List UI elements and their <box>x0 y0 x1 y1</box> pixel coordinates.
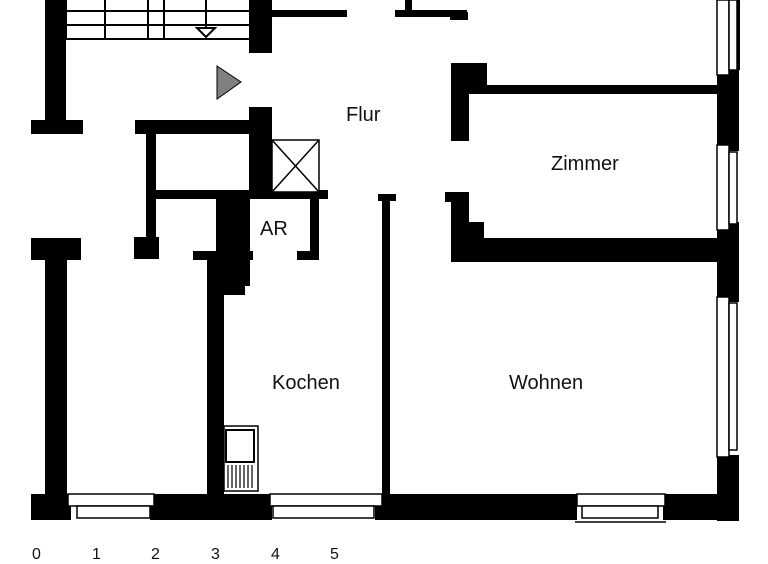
room-label-wohnen: Wohnen <box>509 372 584 394</box>
scale-tick-0: 0 <box>32 546 41 563</box>
stove-icon <box>223 425 259 492</box>
scale-tick-4: 4 <box>271 546 280 563</box>
staircase <box>65 0 250 40</box>
room-label-flur: Flur <box>346 104 381 126</box>
scale-tick-5: 5 <box>330 546 339 563</box>
shaft-symbol <box>271 139 320 193</box>
entrance-arrow-icon <box>216 65 242 100</box>
room-label-zimmer: Zimmer <box>551 153 619 175</box>
walls <box>31 0 740 521</box>
room-label-kochen: Kochen <box>272 372 340 394</box>
scale-tick-2: 2 <box>151 546 160 563</box>
scale-tick-3: 3 <box>211 546 220 563</box>
windows <box>67 0 738 523</box>
room-label-ar: AR <box>260 218 288 240</box>
scale-tick-1: 1 <box>92 546 101 563</box>
